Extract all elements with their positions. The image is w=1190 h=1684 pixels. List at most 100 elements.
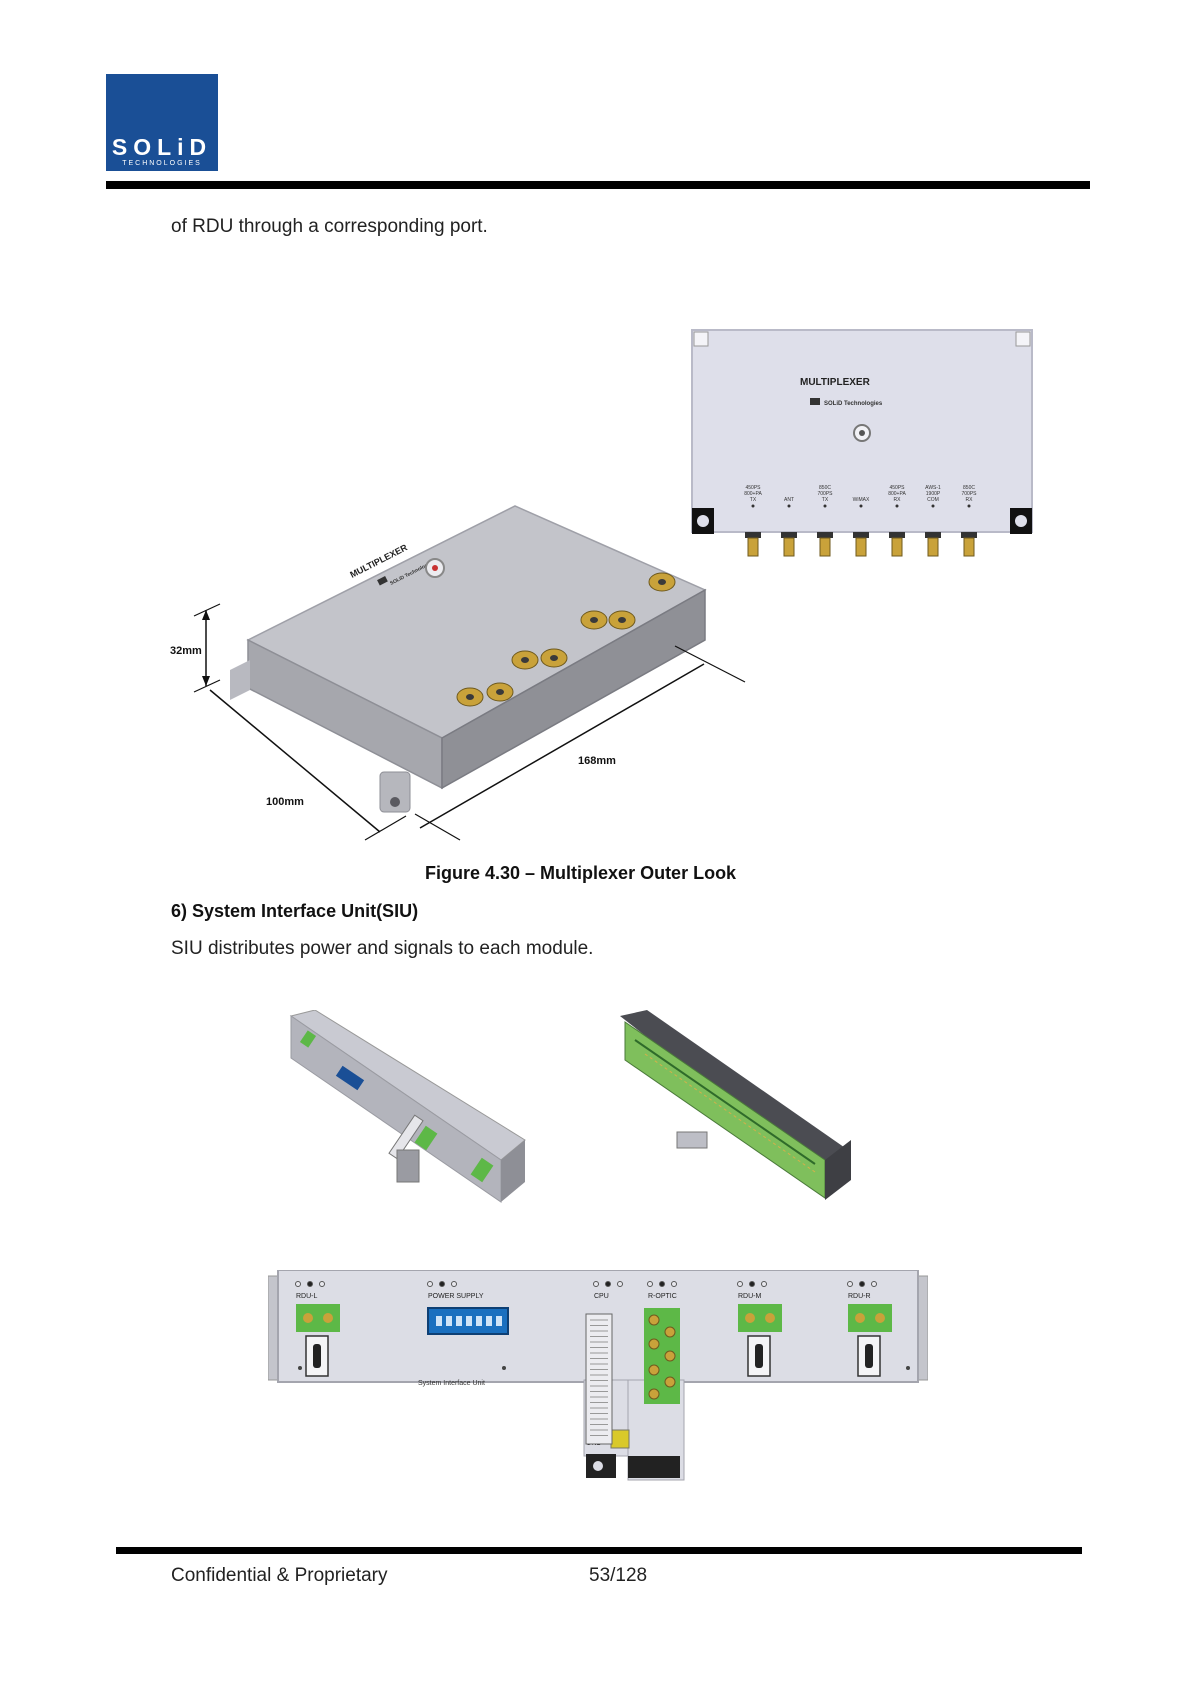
panel-screw-icon <box>906 1366 910 1370</box>
sma-connector-icon <box>819 537 831 557</box>
psu-pin <box>466 1316 472 1326</box>
sma-connector-icon <box>323 1313 333 1323</box>
status-led-icon <box>451 1281 457 1287</box>
status-led-icon <box>671 1281 677 1287</box>
sma-connector-icon <box>783 537 795 557</box>
rdu-pcb <box>296 1304 340 1332</box>
psu-pin <box>496 1316 502 1326</box>
status-led-icon <box>647 1281 653 1287</box>
port-marker-icon <box>787 504 791 508</box>
connector-pin-icon <box>496 689 504 695</box>
optic-connector-icon <box>664 1350 676 1362</box>
port-label-line: RX <box>894 497 902 503</box>
logo-name: SOLiD <box>111 134 213 160</box>
optic-connector-icon <box>648 1338 660 1350</box>
footer-rule <box>116 1547 1082 1554</box>
multiplexer-perspective-view: MULTIPLEXER SOLiD Technologies 32mm 100m… <box>170 505 746 841</box>
port-nut-icon <box>889 532 905 538</box>
multiplexer-figure: MULTIPLEXER SOLiD Technologies 450PS800+… <box>170 329 1033 841</box>
siu-perspective-images <box>289 1010 851 1203</box>
panel-screw-icon <box>298 1366 302 1370</box>
port-label-line: RX <box>966 497 974 503</box>
sma-connector-icon <box>927 537 939 557</box>
page-number: 53/128 <box>589 1565 648 1586</box>
connector-pin-icon <box>590 617 598 623</box>
rdu-pcb <box>738 1304 782 1332</box>
status-led-icon <box>737 1281 743 1287</box>
sma-connector-icon <box>765 1313 775 1323</box>
siu-slot-label: R-OPTIC <box>648 1293 677 1300</box>
logo-subtitle: TECHNOLOGIES <box>122 160 202 167</box>
port-marker-icon <box>859 504 863 508</box>
rdu-pcb <box>848 1304 892 1332</box>
company-logo: SOLiD TECHNOLOGIES <box>106 74 218 171</box>
dimension-height: 32mm <box>170 645 202 657</box>
siu-slot-label: POWER SUPPLY <box>428 1293 484 1300</box>
connector-pin-icon <box>550 655 558 661</box>
connector-pin-icon <box>618 617 626 623</box>
port-label-line: WiMAX <box>853 497 870 503</box>
optic-connector-icon <box>648 1388 660 1400</box>
connector-pin-icon <box>521 657 529 663</box>
port-label-line: 800+PA <box>888 491 906 497</box>
status-led-icon <box>659 1281 665 1287</box>
siu-slot-label: RDU-R <box>848 1293 871 1300</box>
port-marker-icon <box>751 504 755 508</box>
status-led-icon <box>605 1281 611 1287</box>
panel-screw-icon <box>502 1366 506 1370</box>
port-label-line: 850C <box>963 485 975 491</box>
psu-pin <box>446 1316 452 1326</box>
status-led-icon <box>319 1281 325 1287</box>
status-led-icon <box>871 1281 877 1287</box>
dimension-length: 168mm <box>578 755 616 767</box>
port-nut-icon <box>817 532 833 538</box>
siu-front-perspective <box>289 1010 526 1203</box>
psu-pin <box>476 1316 482 1326</box>
port-marker-icon <box>931 504 935 508</box>
port-socket-icon <box>865 1344 873 1368</box>
port-label-line: COM <box>927 497 939 503</box>
sma-connector-icon <box>855 537 867 557</box>
multiplexer-top-view: MULTIPLEXER SOLiD Technologies 450PS800+… <box>691 329 1033 557</box>
psu-pin <box>486 1316 492 1326</box>
section-text: SIU distributes power and signals to eac… <box>171 938 594 959</box>
port-nut-icon <box>745 532 761 538</box>
status-led-icon <box>593 1281 599 1287</box>
port-label-line: 850C <box>819 485 831 491</box>
port-label-line: 700PS <box>961 491 977 497</box>
status-led-icon <box>295 1281 301 1287</box>
sma-connector-icon <box>745 1313 755 1323</box>
status-led-icon <box>439 1281 445 1287</box>
port-nut-icon <box>961 532 977 538</box>
port-label-line: TX <box>822 497 829 503</box>
optic-connector-icon <box>648 1314 660 1326</box>
sma-connector-icon <box>963 537 975 557</box>
port-label-line: 1900P <box>926 491 941 497</box>
status-led-icon <box>859 1281 865 1287</box>
siu-slot-label: CPU <box>594 1293 609 1300</box>
port-label-line: ANT <box>784 497 794 503</box>
port-marker-icon <box>823 504 827 508</box>
port-label-line: 450PS <box>745 485 761 491</box>
psu-pin <box>456 1316 462 1326</box>
port-socket-icon <box>313 1344 321 1368</box>
footer-confidential: Confidential & Proprietary <box>171 1565 388 1586</box>
port-label-line: 700PS <box>817 491 833 497</box>
status-led-icon <box>761 1281 767 1287</box>
siu-slot-label: RDU-M <box>738 1293 761 1300</box>
port-label-line: 800+PA <box>744 491 762 497</box>
siu-panel-label: System Interface Unit <box>418 1380 485 1387</box>
sma-connector-icon <box>303 1313 313 1323</box>
port-label-line: TX <box>750 497 757 503</box>
header-rule <box>106 181 1090 189</box>
port-socket-icon <box>755 1344 763 1368</box>
figure-caption: Figure 4.30 – Multiplexer Outer Look <box>425 863 737 883</box>
multiplexer-brand-top: SOLiD Technologies <box>824 401 883 407</box>
port-marker-icon <box>895 504 899 508</box>
port-label-line: 450PS <box>889 485 905 491</box>
sma-connector-icon <box>855 1313 865 1323</box>
optic-connector-icon <box>664 1326 676 1338</box>
sma-connector-icon <box>875 1313 885 1323</box>
intro-text: of RDU through a corresponding port. <box>171 216 488 237</box>
